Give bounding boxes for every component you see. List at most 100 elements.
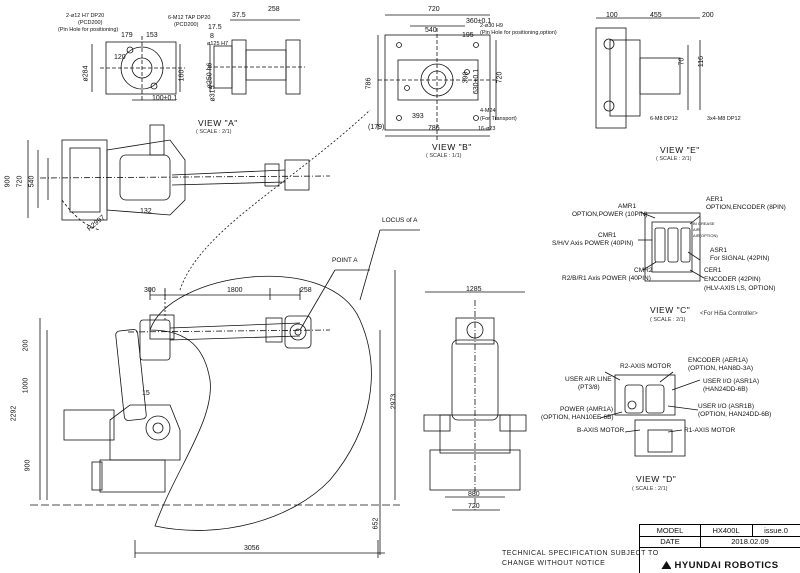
view-b-scale: ( SCALE : 1/1) <box>426 153 462 159</box>
main-d3056: 3056 <box>244 545 260 552</box>
c-cmr2: CMR2 <box>634 267 653 274</box>
main-d652: 652 <box>372 517 380 530</box>
view-a-pin-hole-pcd: (PCD200) <box>78 20 103 26</box>
view-e-d455: 455 <box>650 12 662 19</box>
main-d1800: 1800 <box>227 287 243 294</box>
view-a-scale: ( SCALE : 2/1) <box>196 129 232 135</box>
spec-notice: TECHNICAL SPECIFICATION SUBJECT TO CHANG… <box>502 549 659 569</box>
view-b-d179: (179) <box>368 124 385 131</box>
view-a-dia284: ø284 <box>82 65 90 82</box>
view-a-pin-hole: 2-ø12 H7 DP20 <box>66 13 105 19</box>
d-uio-b2: (OPTION, HAN24DD-6B) <box>698 411 772 418</box>
d-uio-b: USER I/O (ASR1B) <box>698 403 754 410</box>
view-a-pin-hole-note: (Pin Hole for positioning) <box>58 27 119 33</box>
main-d258: 258 <box>300 287 312 294</box>
main-d900: 900 <box>24 459 32 472</box>
d-air2: (PT3/8) <box>578 384 600 391</box>
d-r2: R2-AXIS MOTOR <box>620 363 672 370</box>
view-d-rear-panel <box>599 371 701 457</box>
d-power: POWER (AMR1A) <box>560 406 614 413</box>
title-block-model-row: MODEL HX400L issue.0 <box>640 525 800 537</box>
view-b-d786: 786 <box>428 125 440 132</box>
view-e-wrist <box>595 17 701 129</box>
d-enc2: (OPTION, HAN8D-3A) <box>688 365 754 372</box>
model-value: HX400L <box>700 525 753 536</box>
issue-value: issue.0 <box>764 526 788 535</box>
view-a-dia315: ø315 <box>209 85 217 102</box>
view-b-d786-v: 786 <box>365 77 373 90</box>
view-a-d179: 179 <box>121 32 133 39</box>
view-b-hole: 2-ø30 H9 <box>480 23 503 29</box>
c-cer1: CER1 <box>704 267 722 274</box>
view-e-m8b: 3x4-M8 DP12 <box>707 116 741 122</box>
view-b-d720: 720 <box>428 6 440 13</box>
spec-notice-line2: CHANGE WITHOUT NOTICE <box>502 560 606 567</box>
c-air-opt: AIR(OPTION) <box>693 233 718 238</box>
view-e-scale: ( SCALE : 2/1) <box>656 156 692 162</box>
model-label: MODEL <box>640 525 701 536</box>
view-b-d720-v: 720 <box>496 71 504 84</box>
view-b-d393: 393 <box>412 113 424 120</box>
view-e-d70: 70 <box>678 57 686 66</box>
view-d-scale: ( SCALE : 2/1) <box>632 486 668 492</box>
date-value: 2018.02.09 <box>731 537 769 546</box>
c-cmr2-desc: R2/B/R1 Axis POWER (40PIN) <box>562 275 651 282</box>
view-a-d8: 8 <box>210 33 214 40</box>
d-uio-a: USER I/O (ASR1A) <box>703 378 759 385</box>
view-a-tap-hole-pcd: (PCD200) <box>174 22 199 28</box>
main-d15: 15 <box>142 390 150 397</box>
view-e-d200: 200 <box>702 12 714 19</box>
main-d300: 300 <box>144 287 156 294</box>
view-a-tap-hole: 6-M12 TAP DP20 <box>168 15 211 21</box>
view-e-m8: 6-M8 DP12 <box>650 116 678 122</box>
c-amr1: AMR1 <box>618 203 637 210</box>
top-d540: 540 <box>28 175 36 188</box>
view-a-d153: 153 <box>146 32 158 39</box>
view-c-connector-panel <box>638 211 705 282</box>
c-aer1-desc: OPTION,ENCODER (8PIN) <box>706 204 786 211</box>
view-a-d258: 258 <box>268 6 280 13</box>
spec-notice-line1: TECHNICAL SPECIFICATION SUBJECT TO <box>502 550 659 557</box>
c-aer1: AER1 <box>706 196 723 203</box>
c-asr1-desc: For SIGNAL (42PIN) <box>710 255 770 262</box>
view-a-d100: 100±0.1 <box>152 95 178 102</box>
view-a-flange-drawing <box>91 19 305 101</box>
brand-logo: HYUNDAI ROBOTICS <box>640 558 800 573</box>
front-d880: 880 <box>468 491 480 498</box>
view-b-d360: 360±0.1 <box>466 18 492 25</box>
locus-label: LOCUS of A <box>382 217 418 224</box>
top-d900: 900 <box>4 175 12 188</box>
side-view-robot <box>30 109 420 558</box>
view-b-hole-note: (Pin Hole for positioning,option) <box>480 30 557 36</box>
c-cer1-desc2: (HLV-AXIS LS, OPTION) <box>704 285 776 292</box>
view-c-note: <For Hi5a Controller> <box>700 311 758 317</box>
view-c-title: VIEW "C" <box>650 305 691 315</box>
d-r1: R1-AXIS MOTOR <box>684 427 736 434</box>
main-d1000: 1000 <box>22 377 30 394</box>
d-b-axis: B-AXIS MOTOR <box>577 427 625 434</box>
hyundai-logo-icon <box>661 561 672 569</box>
top-d720: 720 <box>16 175 24 188</box>
view-b-d630: 630±0.1 <box>473 68 481 95</box>
main-d2292: 2292 <box>10 405 18 422</box>
top-view-robot <box>27 124 331 231</box>
c-cer1-desc: ENCODER (42PIN) <box>704 276 761 283</box>
view-b-m24-note: (For Transport) <box>480 116 517 122</box>
view-a-d160: 160 <box>178 69 186 82</box>
view-b-d195: 195 <box>462 32 474 39</box>
view-b-m24: 4-M24 <box>480 108 496 114</box>
main-d200: 200 <box>22 339 30 352</box>
view-a-dia125: ø125 H7 <box>207 41 229 47</box>
view-b-title: VIEW "B" <box>432 142 472 152</box>
view-e-d100: 100 <box>606 12 618 19</box>
view-c-scale: ( SCALE : 2/1) <box>650 317 686 323</box>
view-a-d37-5: 37.5 <box>232 12 246 19</box>
view-b-base-plate <box>377 14 498 140</box>
front-view-robot <box>423 291 527 511</box>
date-label: DATE <box>640 536 701 547</box>
d-air: USER AIR LINE <box>565 376 612 383</box>
front-d1285: 1285 <box>466 286 482 293</box>
c-grease: BI GREASE <box>693 221 715 226</box>
